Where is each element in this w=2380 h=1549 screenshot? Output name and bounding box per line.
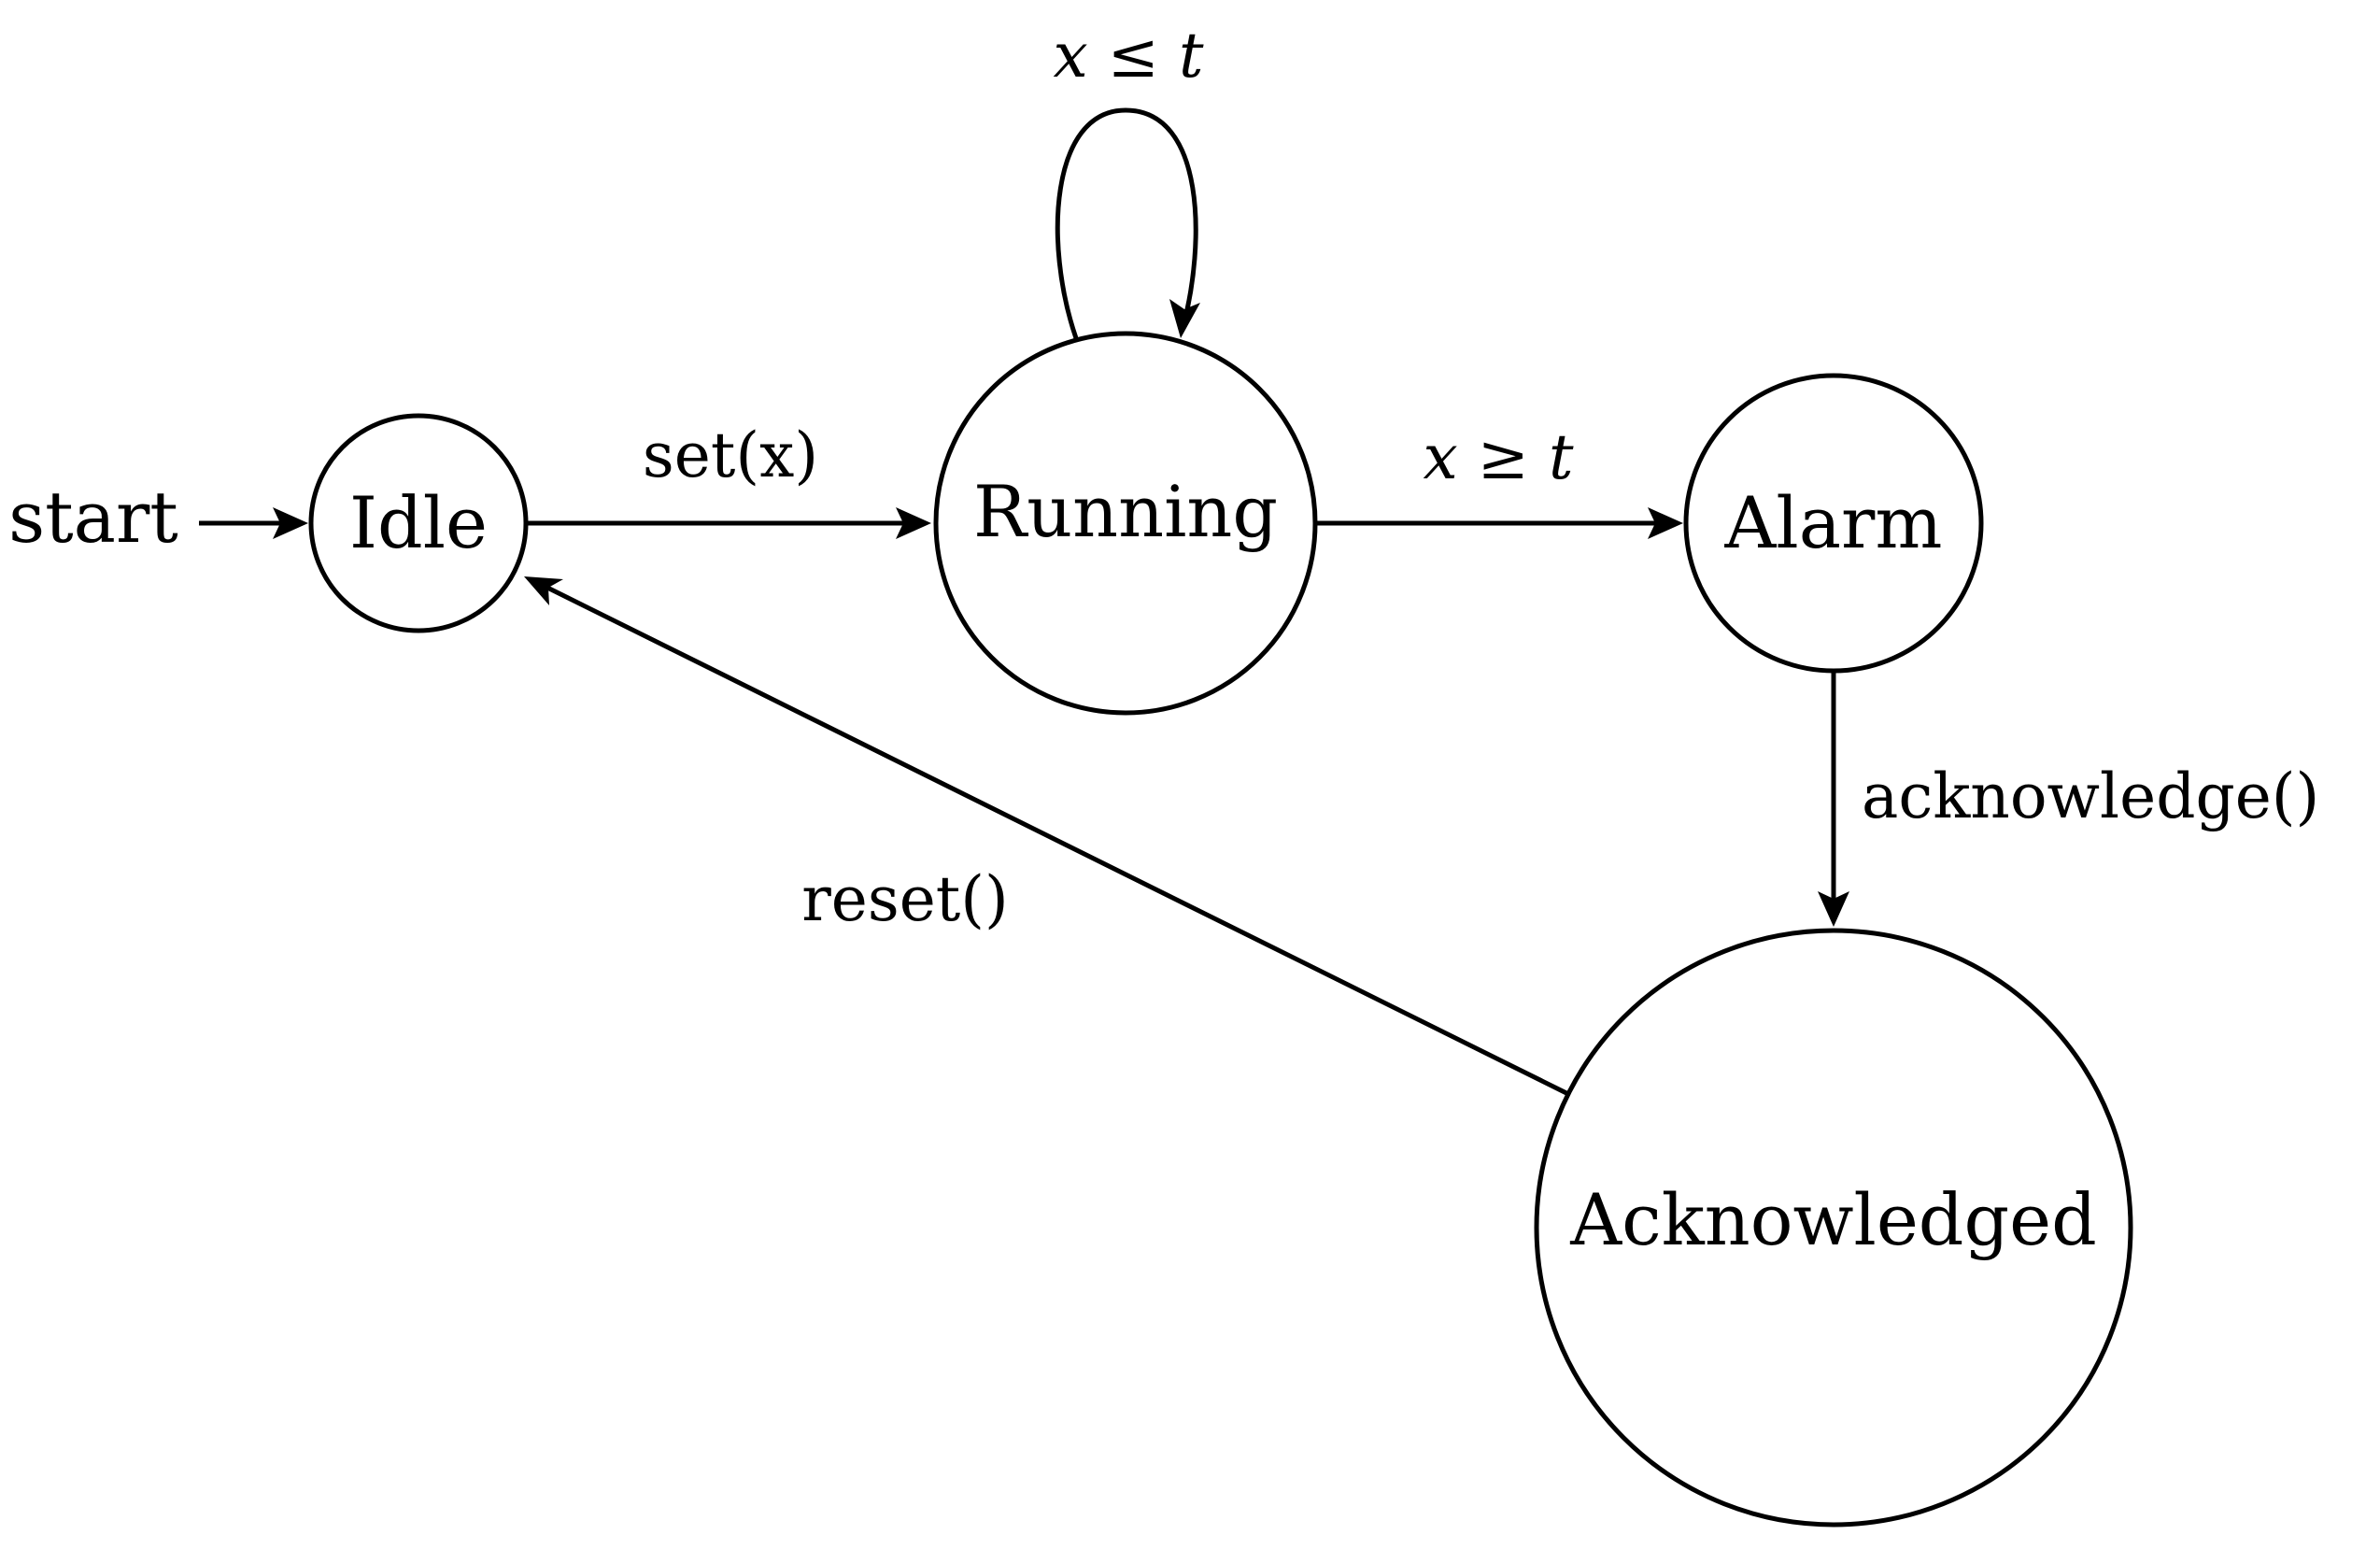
state-labels: Idle Running Alarm Acknowledged [349,470,2097,1261]
edge-running-self-loop [1055,107,1198,339]
start-label: start [8,476,178,559]
edge-acknowledged-to-idle [532,578,1568,1096]
edge-acknowledged-to-idle-label: reset() [801,863,1009,935]
edges [199,107,1849,1096]
edge-alarm-to-acknowledged-label: acknowledge() [1862,760,2319,832]
edge-labels: start set(x) x ≤ t x ≥ t acknowledge() r… [8,20,2319,935]
edge-acknowledged-to-idle-arrowhead-icon [524,576,563,605]
edge-running-self-loop-label: x ≤ t [1053,20,1203,92]
edge-running-to-alarm-label: x ≥ t [1423,421,1573,493]
state-idle-label: Idle [349,481,488,564]
edge-idle-to-running-arrowhead-icon [896,507,931,539]
states [308,331,2133,1528]
state-idle [308,413,529,633]
edge-idle-to-running-label: set(x) [643,419,818,491]
state-alarm [1683,373,1984,674]
edge-alarm-to-acknowledged-arrowhead-icon [1818,891,1849,927]
state-acknowledged [1534,928,2133,1528]
state-running-label: Running [973,470,1278,553]
state-running [933,331,1318,716]
edge-running-to-alarm-arrowhead-icon [1648,507,1683,539]
start-arrowhead-icon [273,507,308,539]
state-alarm-label: Alarm [1724,481,1943,564]
edge-running-self-loop-arrowhead-icon [1169,299,1200,338]
state-acknowledged-label: Acknowledged [1569,1178,2096,1261]
